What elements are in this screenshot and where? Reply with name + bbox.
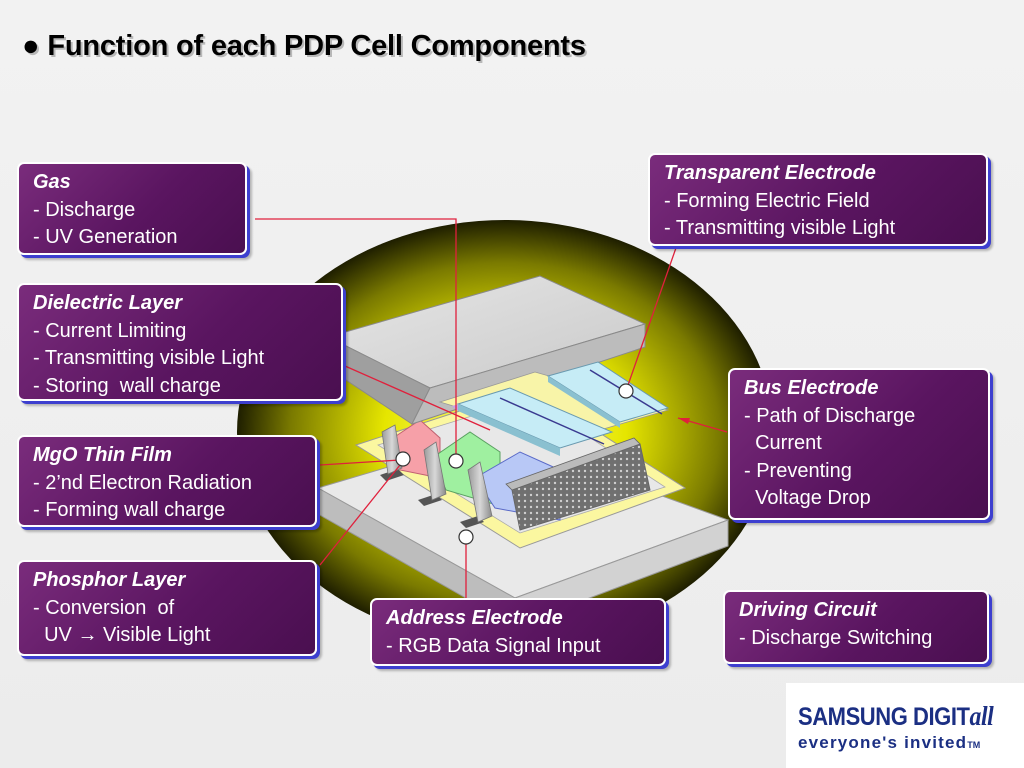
logo-tagline-text: everyone's invited	[798, 733, 968, 752]
callout-title: Driving Circuit	[739, 599, 877, 621]
callout-title: Gas	[33, 171, 71, 193]
callout-line: - Storing wall charge	[33, 374, 221, 397]
logo-brand: SAMSUNG DIGITall	[798, 701, 994, 732]
callout-bus-electrode: Bus Electrode - Path of Discharge Curren…	[728, 368, 990, 520]
callout-line: - Current Limiting	[33, 319, 187, 342]
title-text: Function of each PDP Cell Components	[47, 30, 586, 62]
callout-gas: Gas - Discharge - UV Generation	[17, 162, 247, 255]
callout-line: - Forming wall charge	[33, 499, 226, 521]
callout-line: - Preventing	[744, 459, 852, 482]
callout-line: UV → Visible Light	[33, 624, 211, 646]
callout-mgo-thin-film: MgO Thin Film - 2’nd Electron Radiation …	[17, 435, 317, 527]
callout-line: - UV Generation	[33, 226, 178, 248]
callout-dielectric-layer: Dielectric Layer - Current Limiting - Tr…	[17, 283, 343, 401]
title-bullet: ●	[22, 30, 40, 62]
marker-mgo	[395, 451, 411, 467]
transparent-electrodes	[456, 361, 670, 456]
callout-phosphor-layer: Phosphor Layer - Conversion of UV → Visi…	[17, 560, 317, 656]
callout-transparent-electrode: Transparent Electrode - Forming Electric…	[648, 153, 988, 246]
callout-title: Dielectric Layer	[33, 292, 182, 314]
logo-brand-main: SAMSUNG DIGIT	[798, 703, 970, 731]
callout-title: Phosphor Layer	[33, 569, 186, 591]
callout-line: - Conversion of	[33, 596, 175, 619]
marker-address	[458, 529, 474, 545]
callout-line: - 2’nd Electron Radiation	[33, 471, 253, 494]
marker-transparent	[618, 383, 634, 399]
callout-line: - Forming Electric Field	[664, 189, 870, 212]
callout-driving-circuit: Driving Circuit - Discharge Switching	[723, 590, 989, 664]
logo-tagline: everyone's invitedTM	[798, 733, 980, 753]
callout-line: - RGB Data Signal Input	[386, 634, 601, 657]
callout-title: Transparent Electrode	[664, 162, 876, 184]
leader-arrowheads	[678, 418, 690, 424]
barrier-ribs	[381, 424, 651, 531]
callout-title: MgO Thin Film	[33, 444, 172, 466]
logo-trademark: TM	[967, 740, 981, 750]
slide-title: ●Function of each PDP Cell Components	[22, 30, 586, 63]
callout-line: - Transmitting visible Light	[33, 347, 265, 369]
samsung-digitall-logo: SAMSUNG DIGITall everyone's invitedTM	[786, 683, 1024, 768]
callout-line: Voltage Drop	[744, 487, 871, 509]
callout-title: Address Electrode	[386, 607, 563, 629]
callout-address-electrode: Address Electrode - RGB Data Signal Inpu…	[370, 598, 666, 666]
callout-line: Current	[744, 432, 822, 454]
logo-brand-italic: all	[969, 701, 994, 731]
callout-line: - Discharge Switching	[739, 626, 933, 649]
callout-title: Bus Electrode	[744, 377, 879, 399]
callout-line: - Transmitting visible Light	[664, 217, 896, 239]
marker-gas	[448, 453, 464, 469]
callout-line: - Path of Discharge	[744, 404, 916, 427]
callout-markers	[395, 383, 634, 545]
callout-line: - Discharge	[33, 198, 136, 221]
